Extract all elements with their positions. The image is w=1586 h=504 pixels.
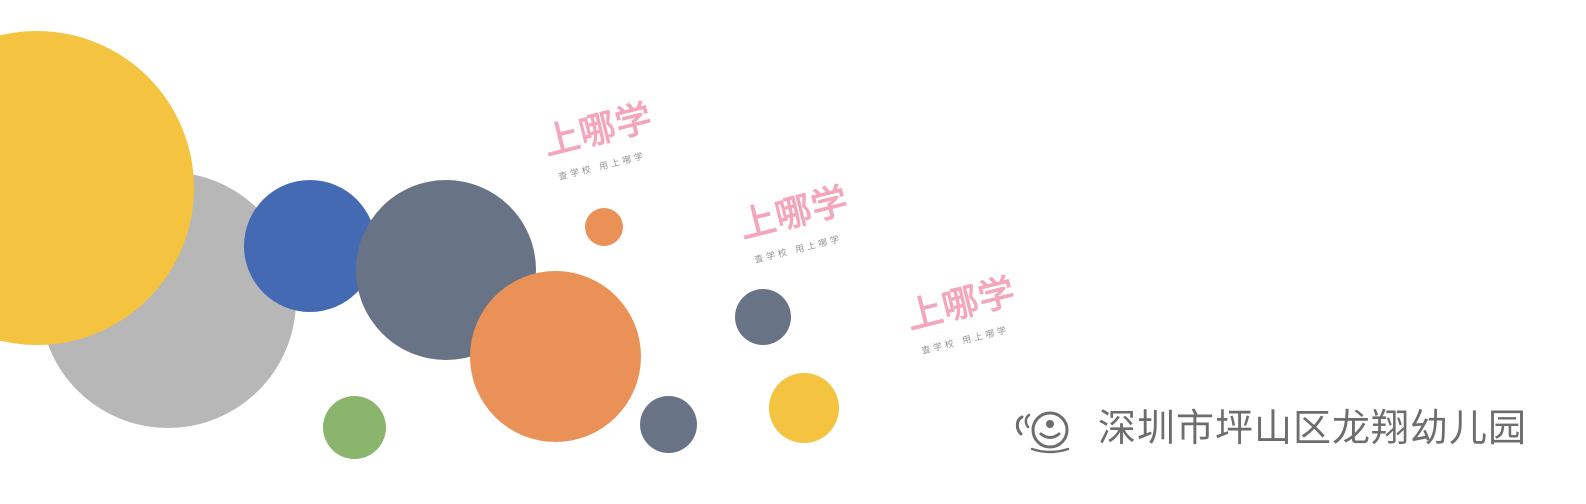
kindergarten-logo-icon [1015,411,1070,454]
watermark-main-text: 上哪学 [735,180,853,247]
blue-circle [244,180,376,312]
watermark-3: 上哪学 查学校 用上哪学 [902,267,1056,369]
green-small-circle [323,396,386,459]
kindergarten-name: 深圳市坪山区龙翔幼儿园 [1098,406,1528,450]
orange-large-circle [470,271,641,442]
orange-tiny-circle [585,208,623,246]
watermark-2: 上哪学 查学校 用上哪学 [735,176,889,278]
slate-small-circle-bottom [640,396,697,453]
watermark-main-text: 上哪学 [539,97,657,164]
yellow-small-circle [769,373,839,443]
watermark-sub-text: 查学校 用上哪学 [753,234,844,266]
watermark-sub-text: 查学校 用上哪学 [920,325,1011,357]
slate-small-circle-right [735,289,791,345]
watermark-main-text: 上哪学 [902,271,1020,338]
watermark-sub-text: 查学校 用上哪学 [557,151,648,183]
watermark-1: 上哪学 查学校 用上哪学 [539,93,693,195]
school-footer: 深圳市坪山区龙翔幼儿园 [1008,400,1528,456]
